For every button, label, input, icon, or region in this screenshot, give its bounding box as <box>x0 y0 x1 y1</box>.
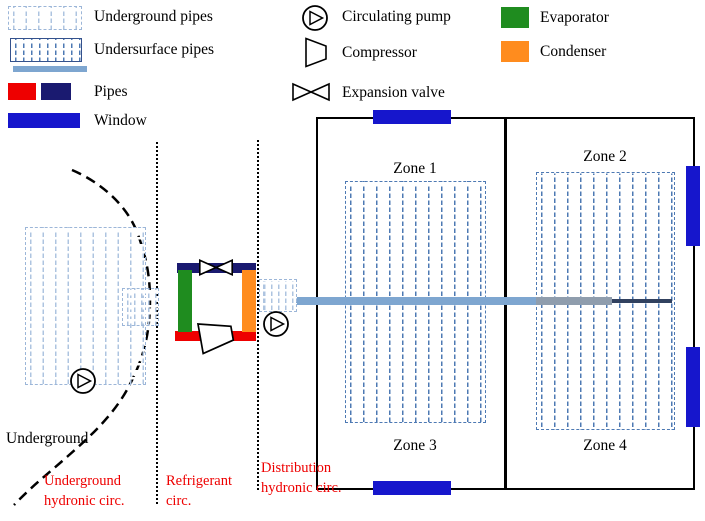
evaporator-swatch <box>501 7 529 28</box>
compressor-device-icon <box>194 311 238 357</box>
distribution-supply-line-right <box>536 297 612 305</box>
condenser-block <box>242 270 256 332</box>
legend-evaporator-label: Evaporator <box>540 9 609 26</box>
zone-4-label: Zone 4 <box>583 437 627 454</box>
zone-3-label: Zone 3 <box>393 437 437 454</box>
undersurface-pipes-swatch <box>10 38 82 62</box>
zone-1-label: Zone 1 <box>393 160 437 177</box>
legend-undersurface-pipes-label: Undersurface pipes <box>94 41 215 58</box>
distribution-circulating-pump-icon <box>262 310 290 338</box>
legend-window-label: Window <box>94 112 147 129</box>
window-right-upper <box>686 166 700 246</box>
window-swatch <box>8 113 80 128</box>
underground-circulating-pump-icon <box>69 367 97 395</box>
distribution-supply-line <box>296 297 536 305</box>
window-bottom <box>373 481 451 495</box>
navy-pipe-swatch <box>41 83 71 100</box>
separator-refrigerant-distribution <box>257 140 259 490</box>
distribution-supply-line-tail <box>612 299 672 303</box>
legend-circulating-pump-label: Circulating pump <box>342 8 451 25</box>
condenser-swatch <box>501 41 529 62</box>
circulating-pump-icon <box>301 4 329 32</box>
legend-underground-pipes-label: Underground pipes <box>94 8 213 25</box>
window-top <box>373 110 451 124</box>
underground-to-evaporator-connector <box>122 288 159 326</box>
refrigerant-circuit-label: Refrigerant circ. <box>166 473 233 509</box>
legend-condenser-label: Condenser <box>540 43 607 60</box>
legend-pipes-label: Pipes <box>94 83 128 100</box>
red-pipe-swatch <box>8 83 36 100</box>
compressor-icon <box>303 37 329 68</box>
underground-label: Underground <box>6 430 89 447</box>
condenser-to-distribution-connector <box>259 279 297 312</box>
underground-pipes-swatch <box>8 6 82 30</box>
underground-hydronic-circuit-label: Underground hydronic circ. <box>44 473 125 509</box>
legend-compressor-label: Compressor <box>342 44 417 61</box>
distribution-hydronic-circuit-label: Distribution hydronic circ. <box>261 460 342 496</box>
expansion-valve-icon <box>291 81 331 103</box>
expansion-valve-device-icon <box>198 257 234 278</box>
zone-2-label: Zone 2 <box>583 148 627 165</box>
distribution-line-swatch <box>13 66 87 72</box>
legend-expansion-valve-label: Expansion valve <box>342 84 445 101</box>
evaporator-block <box>178 270 192 332</box>
window-right-lower <box>686 347 700 427</box>
